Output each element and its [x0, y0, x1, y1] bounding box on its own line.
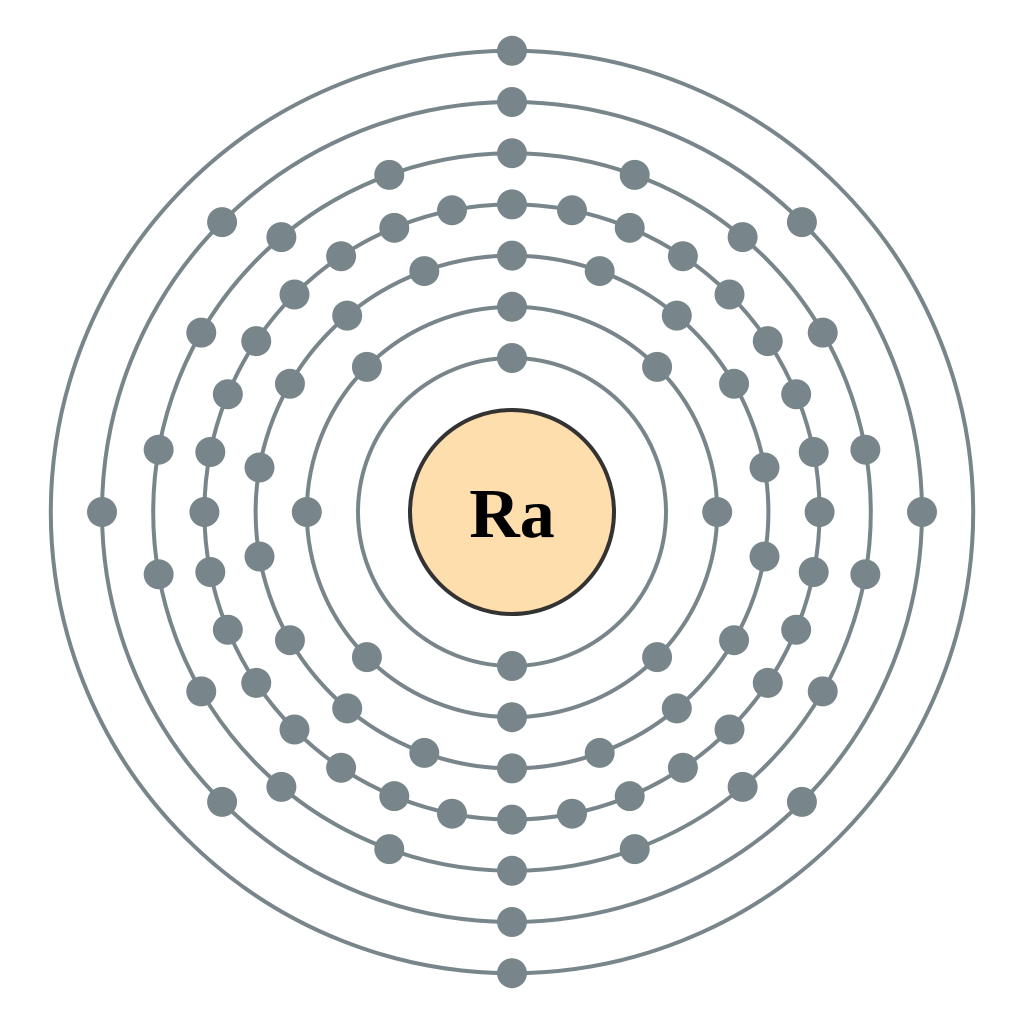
- electron: [642, 351, 673, 382]
- electron: [497, 753, 527, 784]
- electron: [409, 737, 440, 768]
- electron: [661, 300, 692, 331]
- electron: [667, 752, 698, 783]
- electron: [374, 834, 405, 865]
- electron: [798, 557, 829, 588]
- electron: [186, 317, 217, 348]
- electron: [786, 786, 817, 817]
- electron: [661, 693, 692, 724]
- electron: [143, 559, 174, 590]
- electron: [351, 351, 382, 382]
- electron: [497, 138, 527, 169]
- electron: [752, 667, 783, 698]
- element-symbol: Ra: [469, 476, 555, 553]
- electron: [786, 207, 817, 238]
- electron: [291, 497, 322, 527]
- electron: [719, 625, 750, 656]
- electron: [279, 714, 310, 745]
- electron: [274, 625, 305, 656]
- electron: [87, 497, 117, 527]
- electron: [619, 834, 650, 865]
- electron: [557, 195, 588, 226]
- electrons: [87, 35, 937, 989]
- electron: [497, 291, 527, 322]
- electron: [614, 212, 645, 243]
- electron: [279, 279, 310, 310]
- electron: [241, 326, 272, 357]
- electron: [807, 676, 838, 707]
- electron: [195, 557, 226, 588]
- electron: [850, 434, 881, 465]
- electron: [807, 317, 838, 348]
- electron: [749, 452, 780, 483]
- nucleus: [408, 408, 616, 616]
- electron: [907, 497, 937, 527]
- electron: [351, 642, 382, 673]
- electron: [241, 667, 272, 698]
- electron: [619, 159, 650, 190]
- electron: [436, 798, 467, 829]
- electron: [186, 676, 217, 707]
- electron: [702, 497, 733, 527]
- electron: [379, 212, 410, 243]
- electron: [326, 241, 357, 272]
- electron: [244, 452, 275, 483]
- electron: [497, 907, 527, 937]
- electron: [497, 958, 527, 989]
- electron: [436, 195, 467, 226]
- electron: [642, 642, 673, 673]
- electron: [497, 87, 527, 117]
- electron: [752, 326, 783, 357]
- electron: [326, 752, 357, 783]
- electron: [143, 434, 174, 465]
- electron: [497, 240, 527, 271]
- electron: [667, 241, 698, 272]
- electron: [749, 541, 780, 572]
- electron: [195, 436, 226, 467]
- electron: [557, 798, 588, 829]
- electron: [274, 368, 305, 399]
- electron: [719, 368, 750, 399]
- electron: [497, 35, 527, 66]
- electron: [584, 256, 615, 287]
- electron: [207, 786, 238, 817]
- electron: [212, 614, 243, 645]
- electron: [714, 714, 745, 745]
- electron: [781, 614, 812, 645]
- electron: [614, 781, 645, 812]
- electron: [497, 343, 527, 373]
- electron: [714, 279, 745, 310]
- electron: [497, 189, 527, 220]
- electron: [804, 497, 835, 527]
- electron: [584, 737, 615, 768]
- electron: [497, 855, 527, 886]
- electron: [379, 781, 410, 812]
- electron: [212, 379, 243, 410]
- electron: [497, 702, 527, 733]
- electron: [781, 379, 812, 410]
- electron: [332, 693, 363, 724]
- electron: [409, 256, 440, 287]
- electron: [727, 222, 758, 253]
- electron: [266, 222, 297, 253]
- electron: [497, 651, 527, 681]
- electron: [374, 159, 405, 190]
- electron: [266, 771, 297, 802]
- electron: [207, 207, 238, 238]
- electron: [332, 300, 363, 331]
- electron: [850, 559, 881, 590]
- electron: [497, 804, 527, 835]
- electron: [189, 497, 220, 527]
- electron: [244, 541, 275, 572]
- electron: [727, 771, 758, 802]
- electron: [798, 436, 829, 467]
